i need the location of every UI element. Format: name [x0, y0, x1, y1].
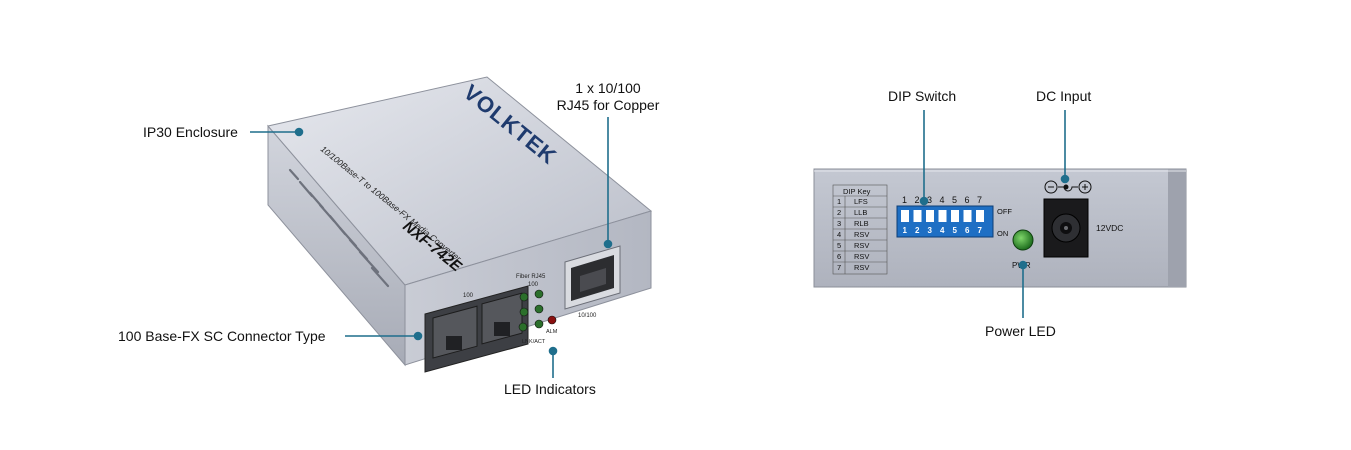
dip-key-row-code: RSV	[854, 230, 869, 239]
dip-key-row-code: RSV	[854, 241, 869, 250]
dip-key-title: DIP Key	[843, 187, 871, 196]
dip-key-row-code: LLB	[854, 208, 867, 217]
callout-led-indicators: LED Indicators	[504, 381, 596, 397]
dip-switch-number: 2	[915, 195, 920, 205]
callout-power-led: Power LED	[985, 323, 1056, 339]
dip-toggle-digit: 4	[940, 226, 945, 235]
dip-key-row-number: 2	[837, 208, 841, 217]
dip-switch-number: 1	[902, 195, 907, 205]
back-panel	[813, 168, 1187, 288]
dip-key-row-number: 3	[837, 219, 841, 228]
dip-on-label: ON	[997, 229, 1008, 238]
sc-port-label: 100	[463, 293, 474, 299]
dip-toggle[interactable]	[901, 210, 909, 222]
dip-toggle[interactable]	[926, 210, 934, 222]
dc-polarity-icon	[1044, 180, 1092, 194]
dip-key-row-number: 4	[837, 230, 841, 239]
dc-input-jack	[1043, 198, 1089, 258]
dip-key-row-code: LFS	[854, 197, 868, 206]
led-alm-label: ALM	[546, 329, 558, 335]
power-led	[1012, 229, 1034, 251]
dip-toggle-digit: 1	[903, 226, 908, 235]
dip-toggle[interactable]	[938, 210, 947, 222]
dip-switch-number: 4	[940, 195, 945, 205]
voltage-label: 12VDC	[1096, 223, 1123, 233]
led-header-2: 100	[528, 282, 539, 288]
callout-dc-input: DC Input	[1036, 88, 1092, 104]
callout-rj45: 1 x 10/100 RJ45 for Copper	[548, 80, 668, 114]
dip-switch-number: 3	[927, 195, 932, 205]
dip-switch-number: 7	[977, 195, 982, 205]
dip-toggle[interactable]	[976, 210, 984, 222]
dip-key-row-code: RSV	[854, 252, 869, 261]
dip-toggle[interactable]	[913, 210, 922, 222]
dip-toggle-digit: 3	[928, 226, 933, 235]
callout-dip-switch: DIP Switch	[888, 88, 957, 104]
dip-key-row-number: 7	[837, 263, 841, 272]
dip-key-row-number: 5	[837, 241, 841, 250]
dip-key-row-number: 6	[837, 252, 841, 261]
led-lnk-act-label: LNK/ACT	[522, 339, 546, 345]
dip-toggle-digit: 7	[978, 226, 983, 235]
dip-key-row-number: 1	[837, 197, 841, 206]
dip-key-row-code: RLB	[854, 219, 869, 228]
callout-sc-connector: 100 Base-FX SC Connector Type	[118, 328, 326, 344]
vent-slots	[288, 168, 390, 288]
dip-toggle-digit: 5	[953, 226, 958, 235]
led-indicators	[518, 289, 557, 332]
dip-toggle[interactable]	[963, 210, 972, 222]
callout-ip30-enclosure: IP30 Enclosure	[143, 124, 238, 140]
sc-connector	[424, 285, 529, 373]
dip-key-row-code: RSV	[854, 263, 869, 272]
callout-rj45-line2: RJ45 for Copper	[556, 97, 660, 113]
dip-switch-number: 5	[952, 195, 957, 205]
dip-off-label: OFF	[997, 207, 1012, 216]
dip-key-table	[832, 184, 888, 275]
dip-toggle[interactable]	[951, 210, 959, 222]
dip-toggle-digit: 2	[915, 226, 920, 235]
dip-toggle-digit: 6	[965, 226, 970, 235]
front-callout-lines	[250, 117, 613, 378]
dip-switch-number: 6	[965, 195, 970, 205]
led-header-1: Fiber RJ45	[516, 274, 546, 280]
back-callout-lines	[919, 110, 1070, 318]
rj45-port	[564, 245, 621, 310]
rj45-port-label: 10/100	[578, 313, 597, 319]
callout-rj45-line1: 1 x 10/100	[575, 80, 641, 96]
